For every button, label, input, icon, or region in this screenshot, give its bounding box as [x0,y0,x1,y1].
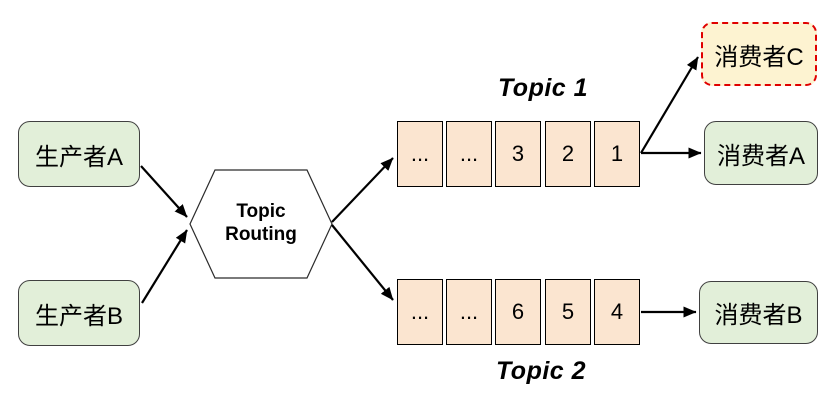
consumer-b-box: 消费者B [699,281,818,344]
consumer-c-box: 消费者C [701,22,817,86]
producer-a-label: 生产者A [34,143,123,171]
consumer-a-box: 消费者A [704,121,818,185]
topic2-label: Topic 2 [495,357,587,385]
arrow-topic1-to-consumer-c [640,56,699,154]
consumer-c-label: 消费者C [714,43,804,71]
queue-cell: 1 [594,121,640,187]
queue-cell: ... [397,121,443,187]
queue-cell: 3 [495,121,541,187]
queue-cell: 6 [495,279,541,345]
queue-cell: 5 [545,279,591,345]
arrow-router-to-topic2 [331,224,394,301]
producer-b-box: 生产者B [18,280,140,346]
producer-b-label: 生产者B [34,302,123,330]
arrow-producer-a-to-router [140,165,188,218]
queue-cell: ... [446,121,492,187]
arrow-router-to-topic1 [331,157,394,223]
queue-cell: 2 [545,121,591,187]
queue-cell: ... [397,279,443,345]
queue-cell: 4 [594,279,640,345]
topic-routing-label: Topic Routing [225,201,297,245]
consumer-b-label: 消费者B [714,302,803,329]
topic-routing-hexagon [189,169,333,279]
topic1-label: Topic 1 [497,74,589,102]
queue-cell: ... [446,279,492,345]
consumer-a-label: 消费者A [716,142,805,170]
producer-a-box: 生产者A [18,121,140,187]
arrow-producer-b-to-router [141,229,188,304]
topic-routing-node: Topic Routing [190,170,332,278]
